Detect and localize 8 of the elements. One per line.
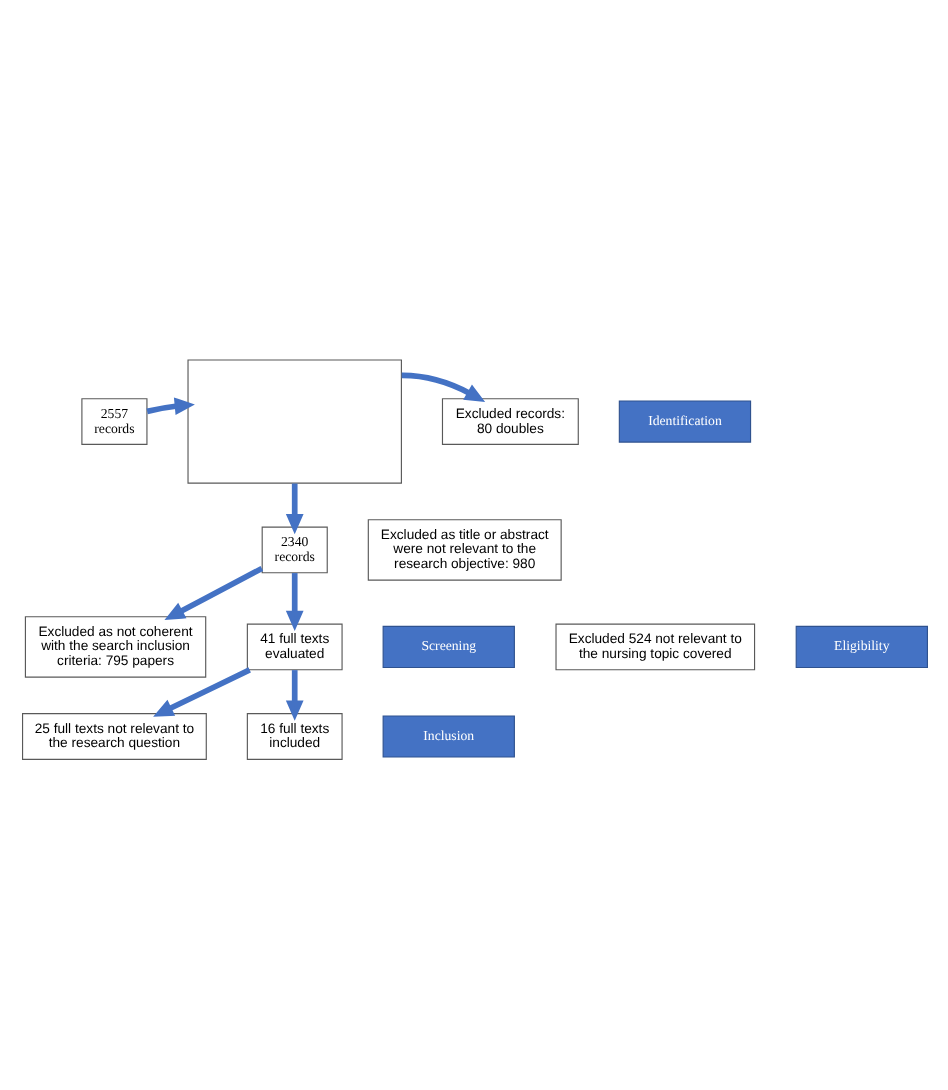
arrow <box>163 565 263 620</box>
arrow <box>400 372 485 403</box>
arrow <box>145 397 194 416</box>
arrow <box>284 573 303 632</box>
arrow <box>152 667 250 717</box>
node-box <box>186 359 401 484</box>
arrow <box>284 483 303 535</box>
arrow <box>284 670 303 721</box>
